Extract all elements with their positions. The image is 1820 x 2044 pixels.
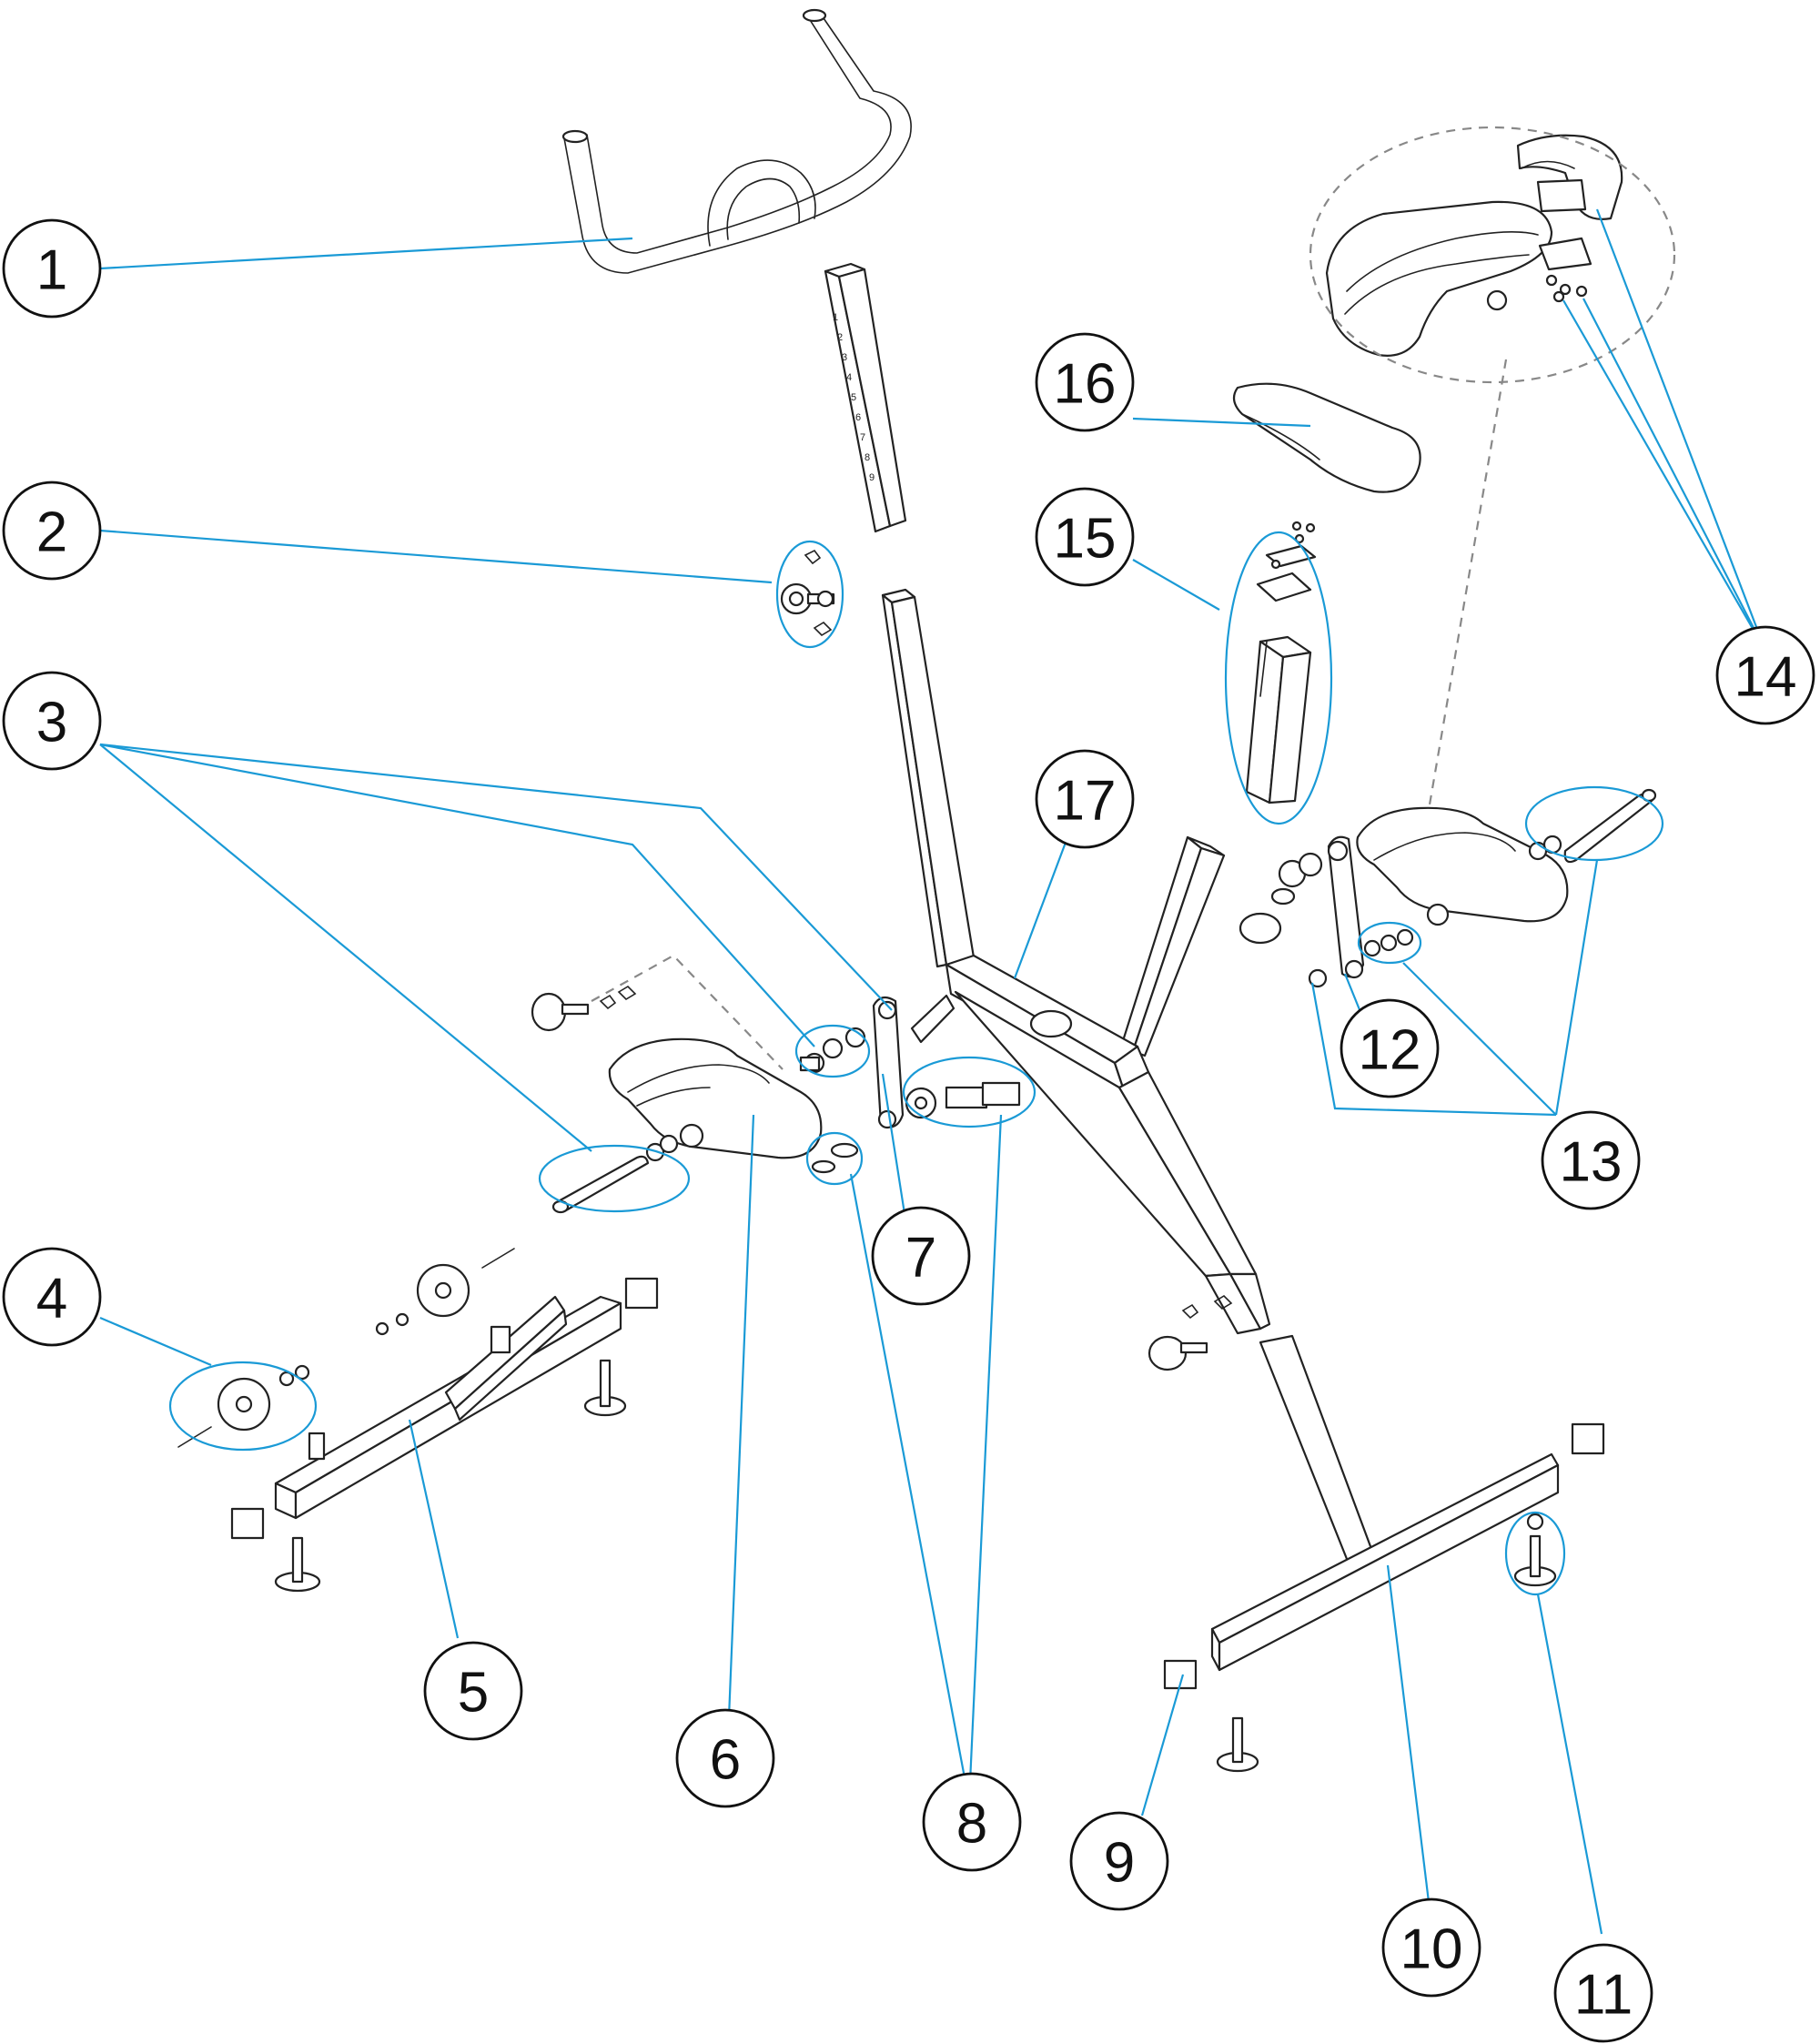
- highlight-small-bolts: [805, 1131, 864, 1186]
- callout-label: 8: [956, 1793, 987, 1856]
- callout-9: 9: [1069, 1811, 1169, 1911]
- seat-dashed-group: [1309, 126, 1676, 384]
- callout-label: 2: [36, 501, 67, 564]
- post-mark: 1: [833, 312, 838, 323]
- callout-11: 11: [1553, 1943, 1653, 2043]
- callout-label: 12: [1359, 1019, 1421, 1082]
- main-frame: [881, 588, 1271, 1335]
- callout-6: 6: [675, 1708, 775, 1808]
- callout-1: 1: [2, 218, 102, 319]
- seat-dashed-link: [1427, 359, 1508, 811]
- post-mark: 2: [837, 332, 843, 343]
- seat-post: [1245, 521, 1317, 804]
- left-bushings: [799, 1027, 866, 1074]
- callout-3: 3: [2, 671, 102, 771]
- callout-15: 15: [1035, 487, 1135, 587]
- post-mark: 7: [860, 432, 865, 443]
- left-pedal-axle: [551, 1134, 679, 1214]
- callout-label: 1: [36, 239, 67, 302]
- callout-16: 16: [1035, 332, 1135, 432]
- callout-13: 13: [1541, 1110, 1641, 1210]
- callout-12: 12: [1340, 998, 1440, 1098]
- highlight-left-bushings: [794, 1024, 871, 1078]
- right-bushings: [1239, 852, 1414, 988]
- callout-label: 13: [1560, 1131, 1623, 1194]
- leader-lines: [99, 208, 1767, 1935]
- callout-label: 14: [1734, 646, 1797, 709]
- left-pedal: [608, 1037, 823, 1159]
- highlight-leveling-foot: [1504, 1511, 1566, 1596]
- callout-7: 7: [871, 1206, 971, 1306]
- callouts: 1 2 3 4 5 6 7 8: [2, 218, 1815, 2043]
- post-mark: 8: [864, 452, 870, 463]
- callout-label: 7: [905, 1227, 936, 1290]
- callout-label: 6: [710, 1729, 741, 1792]
- left-pedal-dashed-link: [591, 954, 784, 1070]
- wheel-assembly: [177, 1364, 310, 1448]
- callout-17: 17: [1035, 749, 1135, 849]
- highlight-wheel: [168, 1361, 318, 1452]
- highlight-right-pedal-axle: [1524, 785, 1664, 862]
- front-stabilizer: [230, 1248, 659, 1593]
- callout-label: 11: [1574, 1964, 1633, 2027]
- post-mark: 9: [869, 472, 875, 483]
- callout-label: 16: [1054, 353, 1117, 416]
- post-mark: 6: [855, 412, 861, 423]
- callout-10: 10: [1381, 1897, 1481, 1998]
- post-mark: 3: [842, 352, 847, 363]
- callout-label: 5: [458, 1662, 489, 1725]
- axle-assembly: [811, 1081, 1021, 1174]
- highlight-seat-post: [1224, 531, 1333, 825]
- left-crank: [872, 996, 905, 1129]
- callout-label: 4: [36, 1268, 67, 1331]
- callout-4: 4: [2, 1247, 102, 1347]
- highlight-knob-upper: [775, 540, 844, 649]
- callout-5: 5: [423, 1641, 523, 1741]
- callout-label: 3: [36, 692, 67, 754]
- handlebar: 1 2 3 4 5 6 7 8 9: [561, 8, 912, 533]
- callout-label: 10: [1400, 1918, 1463, 1981]
- callout-label: 15: [1054, 508, 1117, 571]
- callout-8: 8: [922, 1772, 1022, 1872]
- post-mark: 4: [846, 372, 852, 383]
- right-pedal: [1356, 806, 1569, 926]
- handlebar-post-marks: 1 2 3 4 5 6 7 8 9: [833, 312, 875, 483]
- leveling-foot: [1513, 1513, 1557, 1587]
- callout-label: 9: [1104, 1832, 1135, 1895]
- highlight-axle: [902, 1056, 1036, 1128]
- highlight-right-washers: [1357, 921, 1422, 965]
- highlight-left-pedal-axle: [538, 1144, 691, 1213]
- left-knob: [531, 985, 637, 1032]
- callout-14: 14: [1715, 625, 1815, 725]
- lower-knob: [1148, 1294, 1233, 1371]
- callout-2: 2: [2, 481, 102, 581]
- post-mark: 5: [851, 392, 856, 403]
- knob-assembly-upper: [780, 549, 835, 637]
- right-pedal-axle: [1528, 788, 1657, 864]
- seat-assembly: [1325, 134, 1623, 357]
- seat-cushion: [1232, 382, 1421, 493]
- right-crank: [1327, 835, 1365, 979]
- callout-label: 17: [1054, 770, 1117, 833]
